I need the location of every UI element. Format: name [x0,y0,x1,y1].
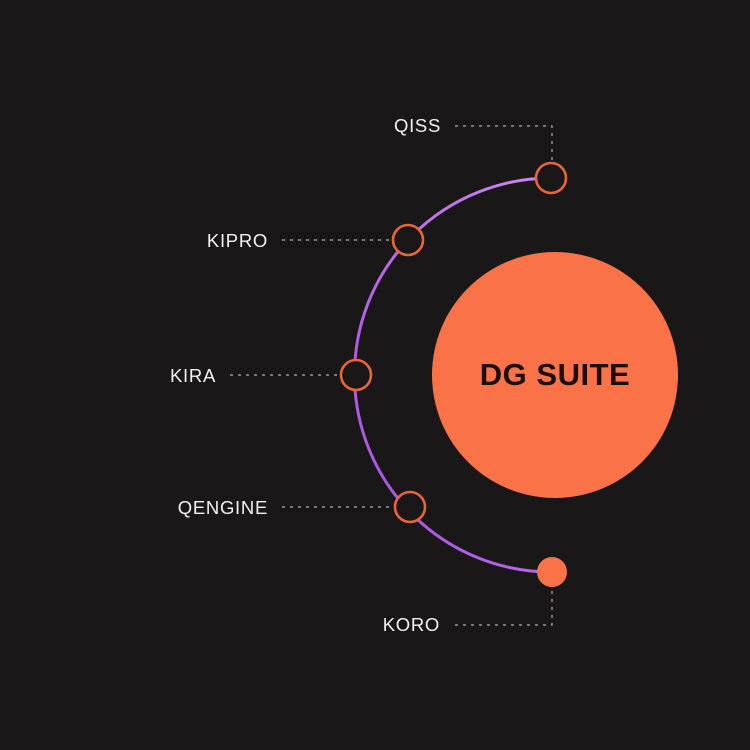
node-label-kira: KIRA [170,365,216,386]
node-marker-ring-kira[interactable] [339,358,373,392]
connector-line-qiss [455,125,553,161]
node-label-koro: KORO [383,614,440,635]
node-label-qengine: QENGINE [178,497,268,518]
hub-circle[interactable] [432,252,678,498]
connector-line-koro [455,589,553,626]
node-label-qiss: QISS [394,115,441,136]
node-marker-ring-qengine[interactable] [393,490,427,524]
node-marker-ring-qiss[interactable] [534,161,568,195]
node-marker-group [339,161,568,587]
node-label-kipro: KIPRO [207,230,268,251]
hub-label: DG SUITE [480,357,630,392]
node-marker-ring-kipro[interactable] [391,223,425,257]
node-marker-dot-koro[interactable] [537,557,567,587]
connector-group [230,125,553,626]
node-label-group: QISS KIPRO KIRA QENGINE KORO [170,115,441,635]
